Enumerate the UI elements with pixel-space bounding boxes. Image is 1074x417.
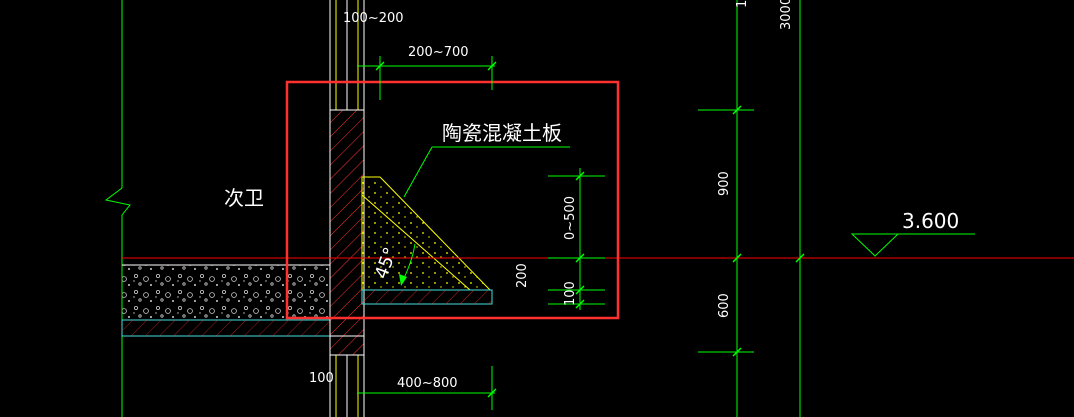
dim-bottom-width-text: 400~800 (397, 376, 458, 391)
dimension-bottom-width: 400~800 (357, 366, 497, 410)
dim-slab-thickness-text: 100 (563, 281, 578, 306)
level-marker: 3.600 (850, 209, 975, 257)
dim-top-wall-text: 100~200 (343, 11, 404, 26)
panel-label-group: 陶瓷混凝土板 (403, 121, 570, 198)
dim-depth-text: 200 (515, 263, 530, 288)
highlight-box (285, 80, 620, 320)
dim-right-top-text: 3000 (779, 0, 794, 30)
floor-fill (121, 264, 331, 337)
panel-label: 陶瓷混凝土板 (442, 121, 562, 145)
dim-height-range-text: 0~500 (563, 196, 578, 240)
dimension-right-inner: 0~500 100 200 (515, 168, 605, 310)
triangle-level-icon (850, 233, 900, 257)
left-wall-line (104, 0, 131, 417)
dimension-right-outer: 900 600 1 3000 (698, 0, 805, 417)
dim-top-width-text: 200~700 (408, 45, 469, 60)
room-name: 次卫 (224, 186, 264, 210)
level-value: 3.600 (902, 209, 959, 233)
vertical-wall (329, 0, 365, 417)
dim-bottom-wall-text: 100 (309, 371, 334, 386)
dim-right-mid-text: 900 (717, 171, 732, 196)
zigzag-break-icon (104, 187, 131, 216)
dimension-top-width: 200~700 (357, 45, 497, 100)
dim-right-bottom-text: 600 (717, 293, 732, 318)
ceramic-concrete-slab (361, 176, 493, 305)
dim-right-top-cut-text: 1 (735, 0, 750, 8)
